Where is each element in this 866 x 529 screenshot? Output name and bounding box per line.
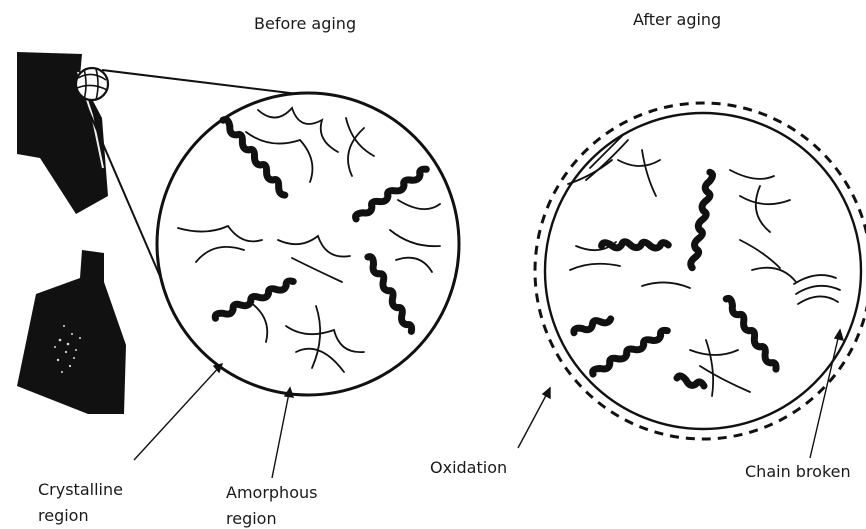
amorphous-region-label: Amorphous region — [226, 483, 317, 529]
crystalline-label-line2: region — [38, 506, 123, 526]
amorphous-label-line1: Amorphous — [226, 483, 317, 503]
magnifier-spot — [76, 68, 108, 100]
crystalline-label-line1: Crystalline — [38, 480, 123, 500]
chain-broken-label: Chain broken — [745, 462, 851, 482]
oxidation-label: Oxidation — [430, 458, 507, 478]
specimen-lower — [17, 250, 126, 414]
after-aging-title: After aging — [633, 10, 721, 30]
after-aging-circle — [535, 103, 866, 439]
amorphous-label-line2: region — [226, 509, 317, 529]
before-aging-title: Before aging — [254, 14, 356, 34]
before-aging-circle — [157, 93, 459, 395]
crystalline-region-label: Crystalline region — [38, 480, 123, 526]
